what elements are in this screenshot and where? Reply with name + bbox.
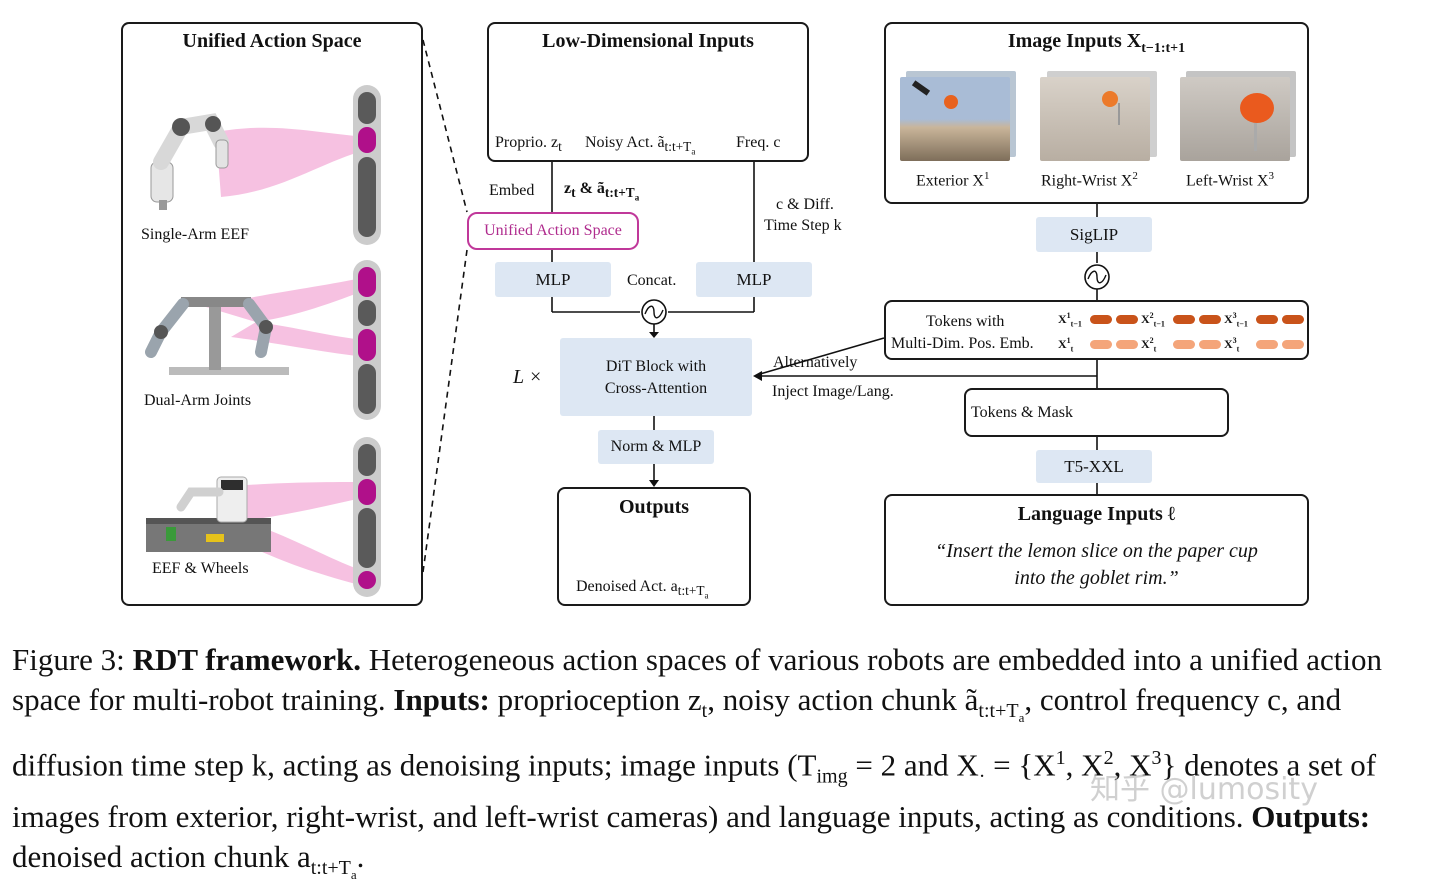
- token-label-r2-3: X3t: [1224, 336, 1240, 354]
- token-label-r2-1: X1t: [1058, 336, 1074, 354]
- noisy-action-label: Noisy Act. ãt:t+Ta: [585, 134, 696, 157]
- z-and-a-label: zt & ãt:t+Ta: [564, 180, 640, 203]
- embed-label: Embed: [489, 182, 535, 199]
- token-t-x1-b: [1116, 340, 1138, 349]
- token-t1-x2-a: [1173, 315, 1195, 324]
- robot-label-single-arm: Single-Arm EEF: [141, 226, 249, 243]
- tokens-mask-box: [964, 388, 1229, 437]
- pink-band-1: [216, 127, 366, 197]
- token-label-r1-2: X2t−1: [1141, 311, 1165, 329]
- image-inputs-title: Image Inputs Xt−1:t+1: [1007, 30, 1186, 56]
- c-diff-label-1: c & Diff.: [776, 196, 834, 213]
- t5-xxl-encoder: T5-XXL: [1036, 450, 1152, 483]
- denoised-action-label: Denoised Act. at:t+Ta: [576, 578, 709, 601]
- dit-line-2: Cross-Attention: [604, 380, 708, 397]
- left-panel-graphics: [145, 85, 381, 597]
- language-instruction-line2: into the goblet rim.”: [1014, 567, 1179, 589]
- token-t1-x1-a: [1090, 315, 1112, 324]
- proprio-label: Proprio. zt: [495, 134, 562, 155]
- exterior-label: Exterior X1: [916, 170, 990, 190]
- pink-band-3a: [221, 482, 366, 522]
- single-arm-robot-icon: [150, 113, 229, 210]
- exterior-camera-image: [900, 77, 1010, 161]
- tokens-mask-label: Tokens & Mask: [971, 404, 1073, 421]
- token-t1-x1-b: [1116, 315, 1138, 324]
- watermark: 知乎 @lumosity: [1090, 772, 1318, 807]
- l-times-label: L ×: [513, 366, 543, 388]
- figure-caption: Figure 3: RDT framework. Heterogeneous a…: [12, 642, 1382, 882]
- robot-label-eef-wheels: EEF & Wheels: [152, 560, 249, 577]
- right-wrist-camera-image: [1040, 77, 1150, 161]
- language-instruction-line1: “Insert the lemon slice on the paper cup: [935, 540, 1258, 562]
- token-t1-x3-b: [1282, 315, 1304, 324]
- pos-emb-label: Multi-Dim. Pos. Emb.: [891, 335, 1034, 352]
- token-t1-x2-b: [1199, 315, 1221, 324]
- unified-action-space-box: Unified Action Space: [467, 212, 639, 250]
- norm-mlp: Norm & MLP: [598, 430, 714, 464]
- low-dimensional-inputs-box: [487, 22, 809, 162]
- left-wrist-label: Left-Wrist X3: [1186, 170, 1274, 190]
- outputs-title: Outputs: [618, 496, 690, 518]
- pink-band-3b: [241, 527, 366, 587]
- language-inputs-box: [884, 494, 1309, 606]
- token-label-r2-2: X2t: [1141, 336, 1157, 354]
- siglip-encoder: SigLIP: [1036, 217, 1152, 252]
- token-label-r1-3: X3t−1: [1224, 311, 1248, 329]
- pink-band-2a: [206, 277, 366, 322]
- freq-label: Freq. c: [736, 134, 781, 151]
- outputs-box: [557, 487, 751, 606]
- concat-label: Concat.: [627, 272, 677, 289]
- dual-arm-robot-icon: [145, 297, 289, 375]
- alternatively-label: Alternatively: [773, 354, 858, 371]
- token-label-r1-1: X1t−1: [1058, 311, 1082, 329]
- token-t1-x3-a: [1256, 315, 1278, 324]
- c-diff-label-2: Time Step k: [764, 217, 842, 234]
- tokens-pos-emb-box: [884, 300, 1309, 360]
- left-panel-title: Unified Action Space: [182, 30, 362, 52]
- robot-label-dual-arm: Dual-Arm Joints: [144, 392, 252, 409]
- mlp-right: MLP: [696, 262, 812, 297]
- dit-block: DiT Block with Cross-Attention: [560, 338, 752, 416]
- dit-line-1: DiT Block with: [605, 358, 707, 375]
- inject-label: Inject Image/Lang.: [772, 383, 894, 400]
- eef-wheels-robot-photo: [146, 476, 271, 552]
- left-wrist-camera-image: [1180, 77, 1290, 161]
- token-t-x3-b: [1282, 340, 1304, 349]
- low-dim-title: Low-Dimensional Inputs: [542, 30, 754, 52]
- token-t-x2-a: [1173, 340, 1195, 349]
- token-t-x3-a: [1256, 340, 1278, 349]
- token-t-x2-b: [1199, 340, 1221, 349]
- tokens-with-label: Tokens with: [926, 313, 1005, 330]
- right-wrist-label: Right-Wrist X2: [1041, 170, 1138, 190]
- token-t-x1-a: [1090, 340, 1112, 349]
- language-title: Language Inputs ℓ: [1017, 503, 1176, 525]
- mlp-left: MLP: [495, 262, 611, 297]
